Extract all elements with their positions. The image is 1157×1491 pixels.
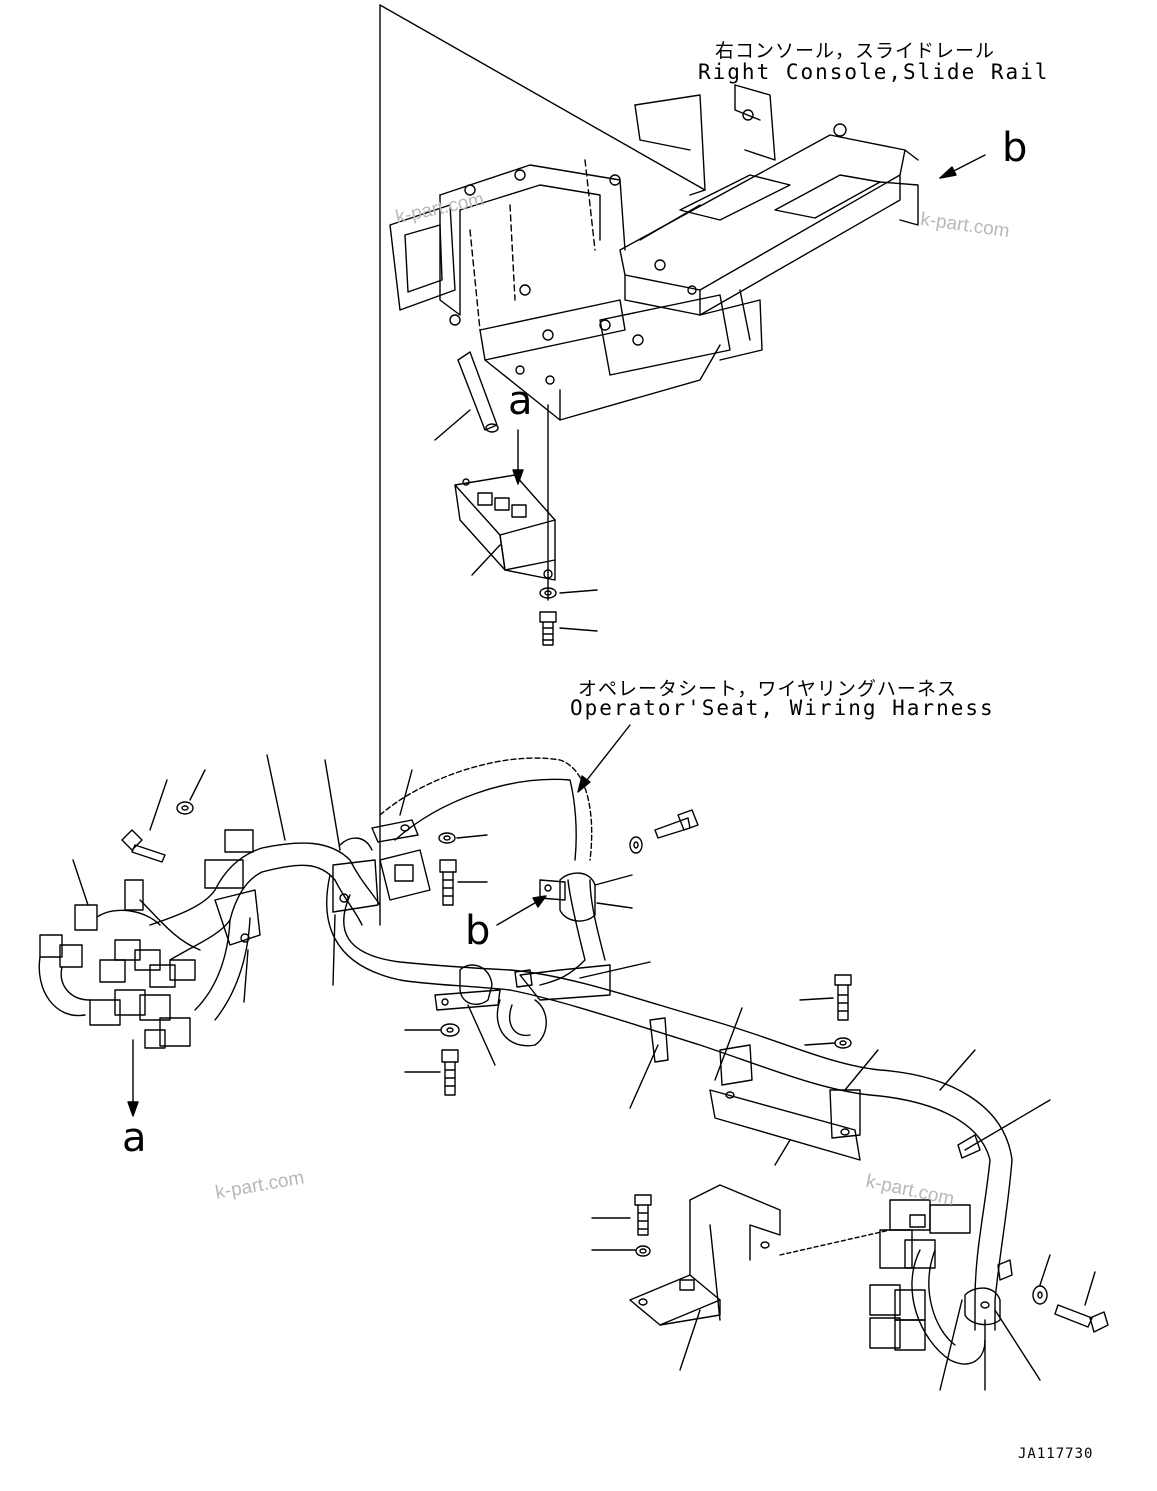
wiring-harness xyxy=(150,758,1012,1364)
washer xyxy=(636,1246,650,1256)
washer xyxy=(439,833,455,843)
arrowhead xyxy=(513,470,523,484)
callout-right-console-en: Right Console,Slide Rail xyxy=(698,60,1050,84)
bolt xyxy=(635,1195,651,1235)
connector-cluster-left xyxy=(39,830,253,1048)
leader-lines xyxy=(73,410,1095,1390)
washer xyxy=(441,1024,459,1036)
callout-right-console-jp: 右コンソール，スライドレール xyxy=(715,40,996,62)
washer xyxy=(630,837,642,853)
right-console-slide-rail-frame xyxy=(390,85,918,420)
connector-cluster-right xyxy=(870,1200,970,1350)
reference-letter-b-mid: b xyxy=(465,908,491,954)
callout-arrow-harness xyxy=(583,725,630,785)
callout-operator-seat-en: Operator'Seat, Wiring Harness xyxy=(570,696,995,720)
washer xyxy=(1033,1286,1047,1304)
reference-arrow-b-mid xyxy=(497,900,540,925)
relay-bracket xyxy=(455,475,555,580)
reference-letter-a-bottom: a xyxy=(122,1115,147,1161)
arrowhead xyxy=(128,1102,138,1116)
arrowhead xyxy=(940,167,956,178)
bolt xyxy=(835,975,851,1020)
bolt xyxy=(122,830,165,862)
bolt xyxy=(442,1050,458,1095)
arrowhead xyxy=(578,776,590,792)
drawing-code: JA117730 xyxy=(1018,1446,1094,1462)
washer xyxy=(540,588,556,598)
arrowhead xyxy=(533,896,546,907)
washer xyxy=(835,1038,851,1048)
reference-line-diagonal xyxy=(380,5,705,190)
lower-bracket xyxy=(630,1185,890,1325)
bolt xyxy=(540,612,556,645)
harness-clamps xyxy=(215,820,1012,1325)
reference-letter-a-top: a xyxy=(508,378,533,424)
mounting-strap xyxy=(458,352,498,432)
callout-operator-seat-jp: オペレータシート，ワイヤリングハーネス xyxy=(578,678,957,700)
connector-center xyxy=(380,850,430,900)
reference-letter-b-top: b xyxy=(1002,125,1028,171)
bolt xyxy=(655,810,698,838)
bolt xyxy=(440,860,456,905)
bolt xyxy=(1055,1305,1108,1332)
washer xyxy=(177,802,193,814)
